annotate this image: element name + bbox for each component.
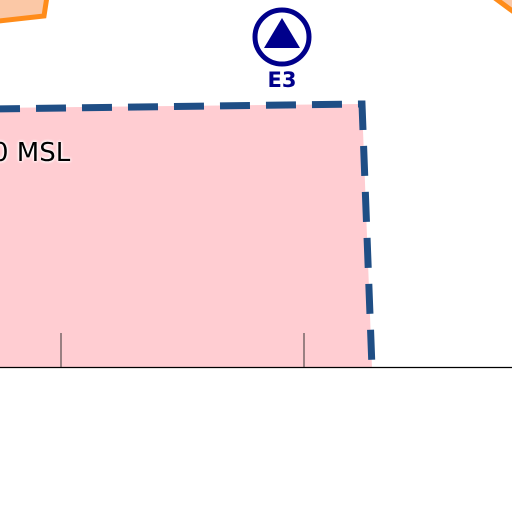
airspace-zone-boundary — [0, 100, 376, 369]
orange-zone-top-right — [493, 0, 512, 14]
waypoint-marker[interactable] — [252, 7, 312, 67]
triangle-in-circle-icon — [264, 18, 300, 48]
airspace-zone-fill — [0, 104, 372, 368]
orange-zone-top-left — [0, 0, 49, 24]
waypoint-label: E3 — [267, 68, 297, 92]
airspace-altitude-label: 0 MSL — [0, 138, 71, 168]
